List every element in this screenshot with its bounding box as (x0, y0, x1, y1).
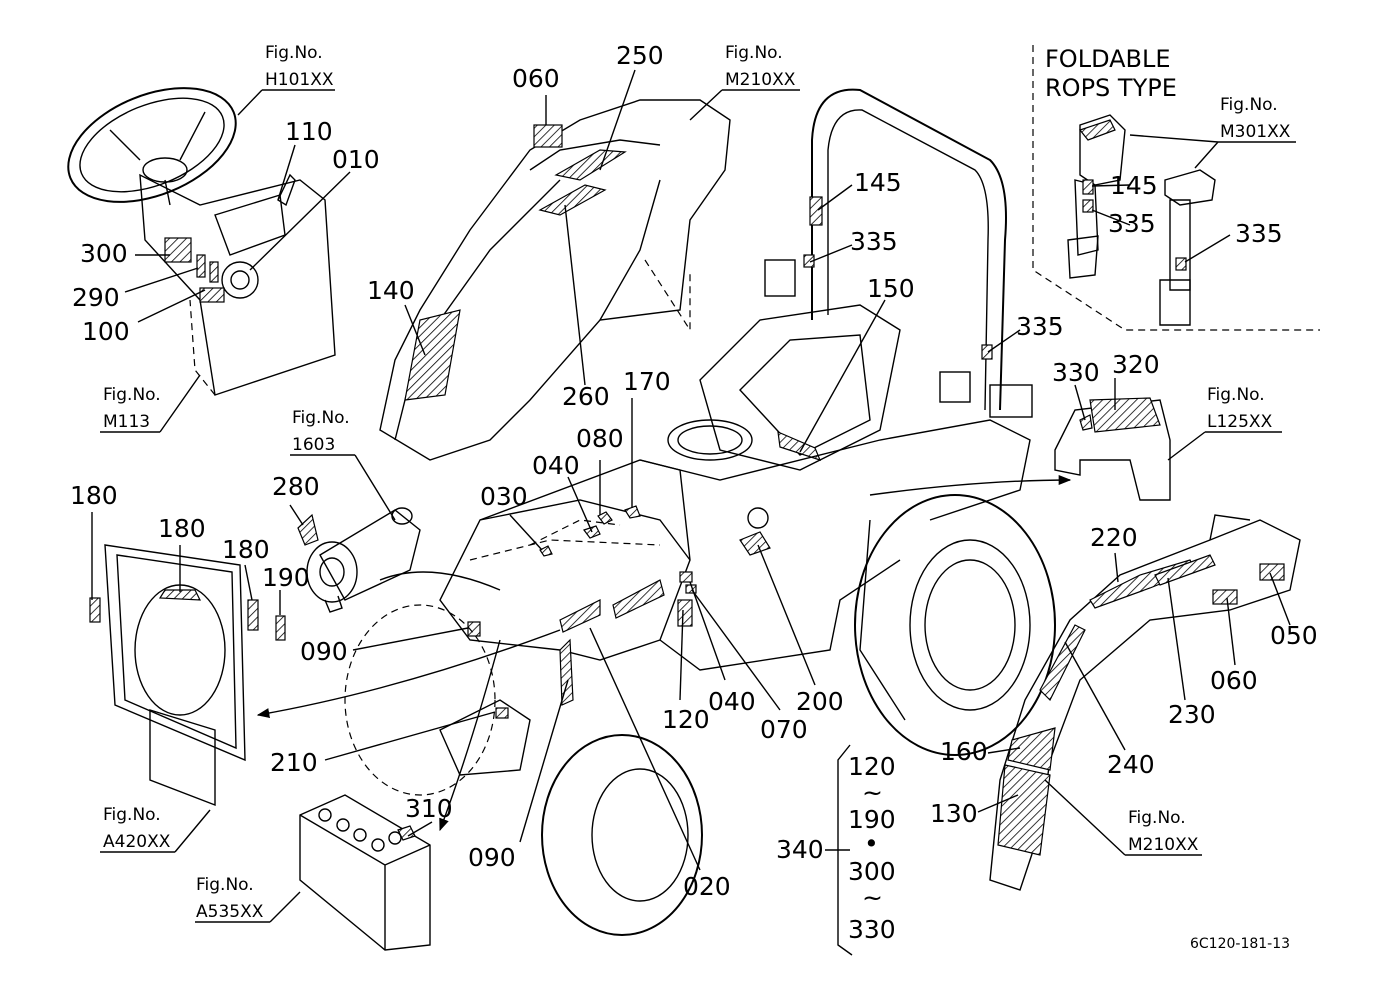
part-label: 340 (776, 835, 824, 864)
fig-prefix: Fig.No. (292, 408, 350, 428)
rops-drawing (764, 88, 1033, 418)
range-end-2: 330 (848, 915, 896, 944)
fig-l125: L125XX (1207, 412, 1273, 432)
part-label: 150 (867, 274, 915, 303)
part-label: 335 (1235, 219, 1283, 248)
part-label: 030 (480, 482, 528, 511)
range-start-2: 300 (848, 857, 896, 886)
fig-references: Fig.No. H101XX Fig.No. M210XX Fig.No. M3… (103, 43, 1291, 922)
part-label: 170 (623, 367, 671, 396)
fender-drawing (989, 514, 1301, 891)
part-labels: 060 250 110 010 300 290 100 140 260 145 … (70, 41, 1318, 901)
fig-a420: A420XX (103, 832, 171, 852)
wheels-drawing (344, 494, 1056, 936)
part-label: 040 (708, 687, 756, 716)
part-label: 260 (562, 382, 610, 411)
part-label: 300 (80, 239, 128, 268)
part-label: 220 (1090, 523, 1138, 552)
battery-drawing (299, 794, 431, 951)
part-label: 240 (1107, 750, 1155, 779)
flow-arrows (256, 474, 1072, 832)
part-label: 230 (1168, 700, 1216, 729)
part-label: 200 (796, 687, 844, 716)
part-label: 050 (1270, 621, 1318, 650)
part-label: 180 (158, 514, 206, 543)
range-group: 120 ~ 190 • 300 ~ 330 (848, 752, 896, 944)
part-label: 060 (512, 64, 560, 93)
range-start-1: 120 (848, 752, 896, 781)
range-end-1: 190 (848, 805, 896, 834)
part-label: 290 (72, 283, 120, 312)
part-label: 330 (1052, 358, 1100, 387)
foldable-rops-inset (1032, 45, 1320, 331)
part-label: 145 (854, 168, 902, 197)
part-label: 070 (760, 715, 808, 744)
part-label: 310 (405, 794, 453, 823)
part-label: 180 (70, 481, 118, 510)
part-label: 060 (1210, 666, 1258, 695)
part-label: 280 (272, 472, 320, 501)
range-dot: • (864, 829, 879, 858)
part-label: 140 (367, 276, 415, 305)
tractor-body-drawing (439, 304, 1031, 776)
fig-m210-bottom: M210XX (1128, 835, 1199, 855)
part-label: 020 (683, 872, 731, 901)
part-label: 320 (1112, 350, 1160, 379)
part-label: 010 (332, 145, 380, 174)
fig-h101: H101XX (265, 70, 334, 90)
fig-m113: M113 (103, 412, 150, 432)
air-cleaner-drawing (297, 507, 421, 613)
step-drawing (1054, 397, 1171, 501)
part-label: 145 (1110, 171, 1158, 200)
radiator-drawing (89, 544, 286, 807)
foldable-rops-title: FOLDABLE ROPS TYPE (1045, 45, 1177, 102)
part-label: 090 (468, 843, 516, 872)
fig-prefix: Fig.No. (1220, 95, 1278, 115)
fig-callout-lines (100, 89, 1296, 923)
fig-prefix: Fig.No. (103, 805, 161, 825)
foldable-title-line1: FOLDABLE (1045, 45, 1171, 73)
fig-prefix: Fig.No. (196, 875, 254, 895)
part-label: 210 (270, 748, 318, 777)
part-label: 335 (1016, 312, 1064, 341)
fig-prefix: Fig.No. (103, 385, 161, 405)
fig-prefix: Fig.No. (1128, 808, 1186, 828)
fig-1603: 1603 (292, 435, 335, 455)
part-label: 250 (616, 41, 664, 70)
range-tilde-2: ~ (862, 883, 883, 912)
part-label: 120 (662, 705, 710, 734)
range-tilde-1: ~ (862, 778, 883, 807)
foldable-title-line2: ROPS TYPE (1045, 74, 1177, 102)
fig-prefix: Fig.No. (265, 43, 323, 63)
part-label: 335 (1108, 209, 1156, 238)
part-label: 080 (576, 424, 624, 453)
fig-m301: M301XX (1220, 122, 1291, 142)
part-label: 130 (930, 799, 978, 828)
bonnet-drawing (379, 99, 731, 461)
part-label: 190 (262, 563, 310, 592)
part-label: 180 (222, 535, 270, 564)
part-label: 100 (82, 317, 130, 346)
fig-m210-top: M210XX (725, 70, 796, 90)
part-label: 040 (532, 451, 580, 480)
part-label: 335 (850, 227, 898, 256)
part-label: 110 (285, 117, 333, 146)
leader-lines (91, 69, 1291, 956)
fig-prefix: Fig.No. (1207, 385, 1265, 405)
part-label: 090 (300, 637, 348, 666)
diagram-code: 6C120-181-13 (1190, 936, 1290, 952)
part-label: 160 (940, 737, 988, 766)
fig-a535: A535XX (196, 902, 264, 922)
steering-assembly-drawing (67, 87, 336, 396)
fig-prefix: Fig.No. (725, 43, 783, 63)
